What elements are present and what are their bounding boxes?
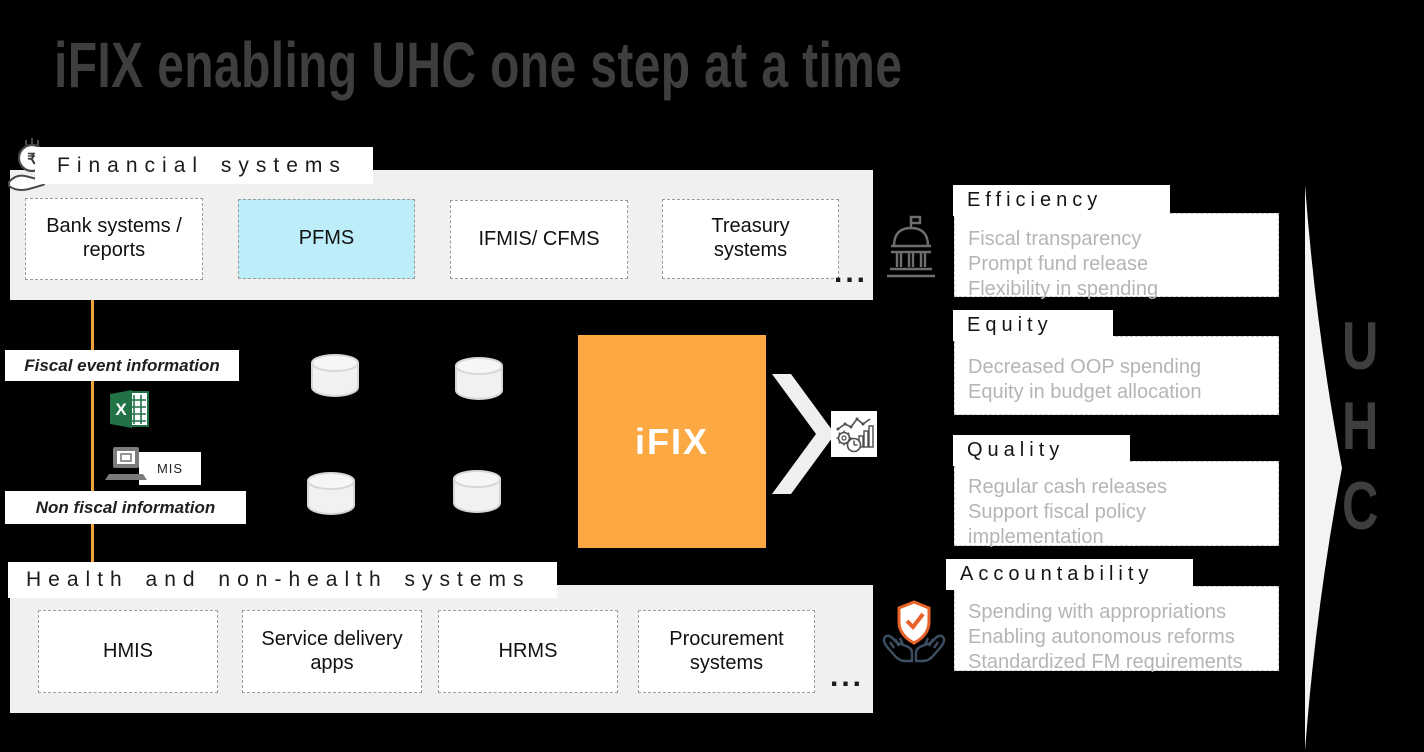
financial-box-bank-systems: Bank systems / reports	[25, 198, 203, 280]
health-box-service-delivery: Service delivery apps	[242, 610, 422, 693]
financial-more-ellipsis: ...	[834, 256, 869, 289]
database-cylinder-icon	[307, 472, 355, 515]
database-cylinder-icon	[453, 470, 501, 513]
health-box-procurement: Procurement systems	[638, 610, 815, 693]
fiscal-event-label: Fiscal event information	[5, 350, 239, 381]
government-building-icon	[887, 215, 935, 278]
ifix-box: iFIX	[578, 335, 766, 548]
financial-box-treasury: Treasury systems	[662, 199, 839, 279]
financial-box-ifmis-cfms: IFMIS/ CFMS	[450, 200, 628, 279]
health-box-hmis: HMIS	[38, 610, 218, 693]
uhc-letter-h: H	[1342, 388, 1379, 464]
health-systems-label: Health and non-health systems	[8, 562, 557, 598]
svg-text:₹: ₹	[27, 151, 37, 168]
benefit-header-accountability: Accountability	[946, 559, 1193, 590]
uhc-letter-u: U	[1342, 308, 1379, 384]
benefit-body-quality: Regular cash releases Support fiscal pol…	[954, 461, 1279, 548]
benefit-header-quality: Quality	[953, 435, 1130, 466]
financial-box-pfms: PFMS	[238, 199, 415, 279]
benefit-body-efficiency: Fiscal transparency Prompt fund release …	[954, 213, 1279, 300]
benefit-header-equity: Equity	[953, 310, 1113, 341]
chevron-right-arrow	[772, 374, 835, 494]
database-cylinder-icon	[455, 357, 503, 400]
mis-label: MIS	[139, 452, 201, 485]
uhc-arrow-shape	[1305, 185, 1342, 751]
uhc-label: U H C	[1342, 306, 1379, 546]
analytics-dashboard-icon	[831, 411, 877, 457]
hands-holding-shield-icon	[882, 600, 946, 663]
laptop-mis-icon	[105, 447, 147, 480]
database-cylinder-icon	[311, 354, 359, 397]
benefit-header-efficiency: Efficiency	[953, 185, 1170, 216]
page-title: iFIX enabling UHC one step at a time	[54, 29, 903, 101]
benefit-body-equity: Decreased OOP spending Equity in budget …	[954, 336, 1279, 415]
health-more-ellipsis: ...	[830, 660, 865, 693]
excel-icon: X	[110, 390, 149, 428]
financial-systems-label: Financial systems	[35, 147, 373, 184]
flow-line	[91, 300, 94, 563]
non-fiscal-label: Non fiscal information	[5, 491, 246, 524]
health-box-hrms: HRMS	[438, 610, 618, 693]
uhc-letter-c: C	[1342, 468, 1379, 544]
svg-text:X: X	[115, 400, 127, 419]
ifix-label: iFIX	[634, 420, 709, 462]
benefit-body-accountability: Spending with appropriations Enabling au…	[954, 586, 1279, 673]
